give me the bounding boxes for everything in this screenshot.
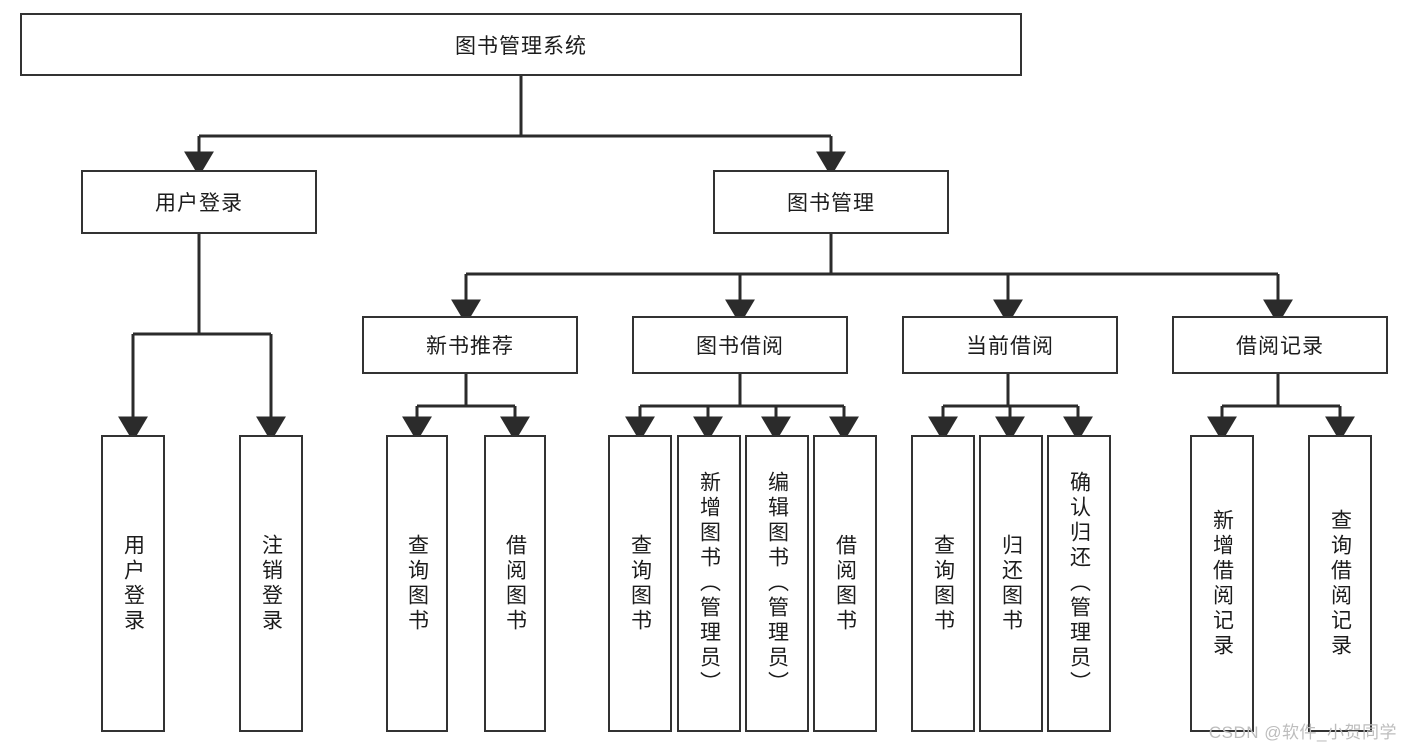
leaf-user-login-1[interactable]: 用户登录 — [101, 435, 165, 732]
leaf-user-login-2[interactable]: 注销登录 — [239, 435, 303, 732]
leaf-book-borrow-3[interactable]: 编辑图书（管理员） — [745, 435, 809, 732]
leaf-book-borrow-1[interactable]: 查询图书 — [608, 435, 672, 732]
node-borrow-record-label: 借阅记录 — [1236, 335, 1324, 358]
node-root[interactable]: 图书管理系统 — [20, 13, 1022, 76]
leaf-current-borrow-3-label: 确认归还（管理员） — [1067, 471, 1091, 696]
leaf-book-borrow-3-label: 编辑图书（管理员） — [765, 471, 789, 696]
node-current-borrow[interactable]: 当前借阅 — [902, 316, 1118, 374]
leaf-book-borrow-4[interactable]: 借阅图书 — [813, 435, 877, 732]
leaf-new-book-1-label: 查询图书 — [405, 533, 429, 634]
leaf-user-login-2-label: 注销登录 — [259, 533, 283, 634]
leaf-book-borrow-4-label: 借阅图书 — [833, 533, 857, 634]
leaf-book-borrow-2[interactable]: 新增图书（管理员） — [677, 435, 741, 732]
node-book-borrow[interactable]: 图书借阅 — [632, 316, 848, 374]
node-user-login-label: 用户登录 — [155, 192, 243, 215]
leaf-borrow-record-1-label: 新增借阅记录 — [1210, 508, 1234, 659]
leaf-borrow-record-2[interactable]: 查询借阅记录 — [1308, 435, 1372, 732]
node-book-borrow-label: 图书借阅 — [696, 335, 784, 358]
leaf-book-borrow-1-label: 查询图书 — [628, 533, 652, 634]
node-new-book-label: 新书推荐 — [426, 335, 514, 358]
leaf-new-book-2[interactable]: 借阅图书 — [484, 435, 546, 732]
node-book-manage[interactable]: 图书管理 — [713, 170, 949, 234]
leaf-borrow-record-2-label: 查询借阅记录 — [1328, 508, 1352, 659]
leaf-current-borrow-2[interactable]: 归还图书 — [979, 435, 1043, 732]
node-current-borrow-label: 当前借阅 — [966, 335, 1054, 358]
leaf-new-book-2-label: 借阅图书 — [503, 533, 527, 634]
leaf-current-borrow-2-label: 归还图书 — [999, 533, 1023, 634]
leaf-new-book-1[interactable]: 查询图书 — [386, 435, 448, 732]
leaf-user-login-1-label: 用户登录 — [121, 533, 145, 634]
node-book-manage-label: 图书管理 — [787, 192, 875, 215]
node-borrow-record[interactable]: 借阅记录 — [1172, 316, 1388, 374]
leaf-current-borrow-1[interactable]: 查询图书 — [911, 435, 975, 732]
leaf-book-borrow-2-label: 新增图书（管理员） — [697, 471, 721, 696]
leaf-current-borrow-3[interactable]: 确认归还（管理员） — [1047, 435, 1111, 732]
leaf-current-borrow-1-label: 查询图书 — [931, 533, 955, 634]
node-new-book[interactable]: 新书推荐 — [362, 316, 578, 374]
node-root-label: 图书管理系统 — [455, 34, 587, 58]
leaf-borrow-record-1[interactable]: 新增借阅记录 — [1190, 435, 1254, 732]
node-user-login[interactable]: 用户登录 — [81, 170, 317, 234]
